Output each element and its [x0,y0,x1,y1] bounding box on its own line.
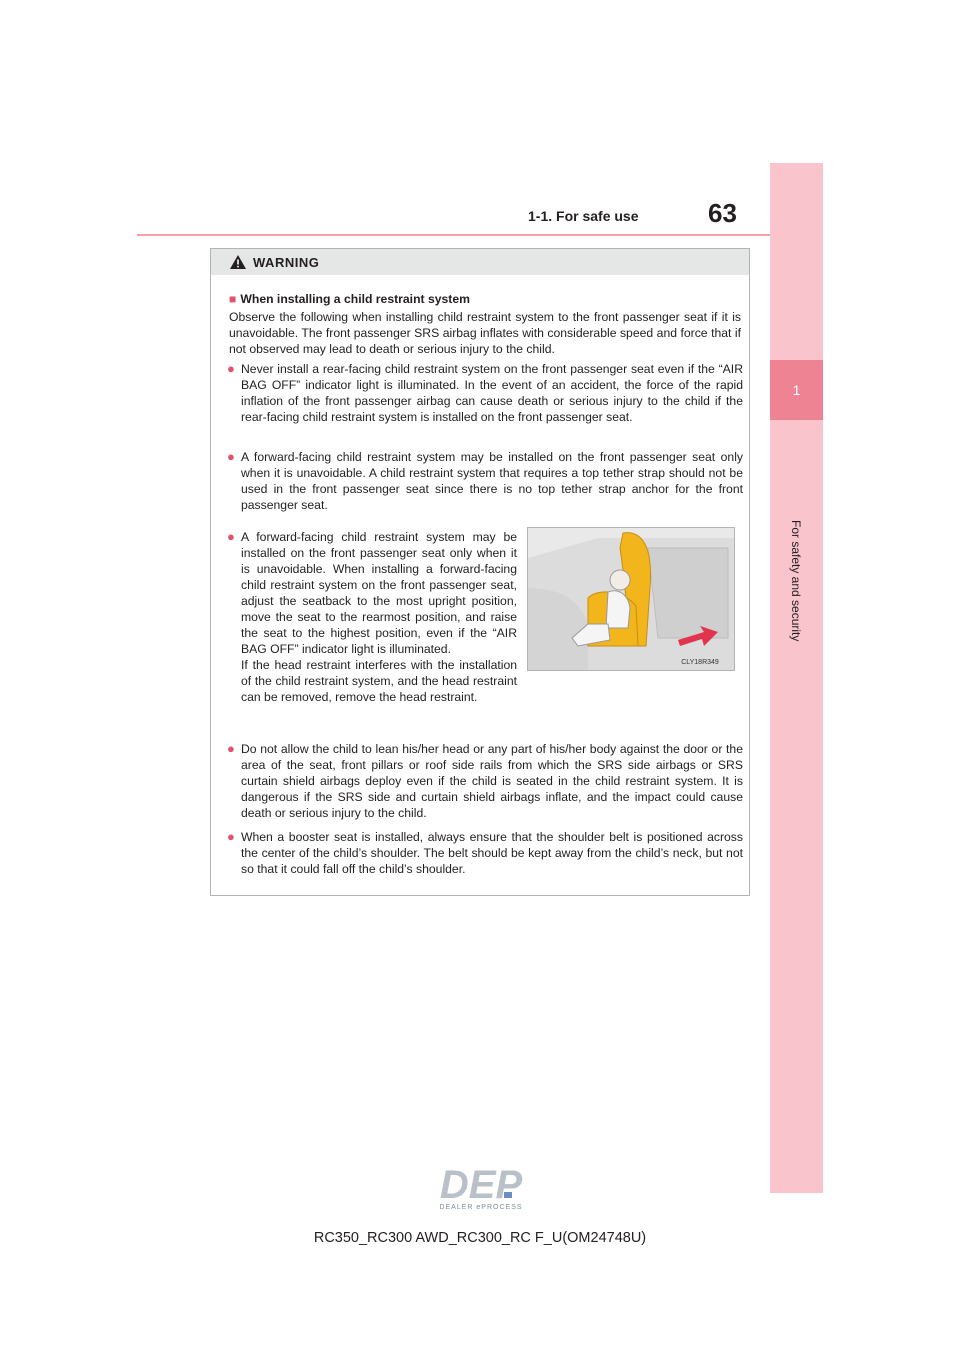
page-number: 63 [708,198,737,228]
bullet-dot-icon: ● [227,361,235,376]
list-item-text: A forward-facing child restraint system … [241,530,517,704]
list-item: ● Do not allow the child to lean his/her… [227,741,743,821]
bullet-dot-icon: ● [227,829,235,844]
list-item: ● When a booster seat is installed, alwa… [227,829,743,877]
footer-model: RC350_RC300 AWD_RC300_RC F_U(OM24748U) [313,1230,647,1246]
square-bullet-icon: ■ [229,292,237,306]
warning-intro: Observe the following when installing ch… [229,310,741,356]
logo-tagline: DEALER ePROCESS [439,1204,523,1211]
warning-title: WARNING [253,254,320,270]
warning-subheading-text: When installing a child restraint system [240,292,470,306]
list-item-text: When a booster seat is installed, always… [241,830,743,876]
list-item-text: Never install a rear-facing child restra… [241,362,743,424]
section-title: 1-1. For safe use [528,208,639,224]
list-item: ● A forward-facing child restraint syste… [227,529,517,705]
bullet-dot-icon: ● [227,449,235,464]
child-seat-illustration: CLY18R349 [527,527,735,671]
list-item: ● A forward-facing child restraint syste… [227,449,743,513]
logo-letters: DEP [440,1164,523,1204]
warning-triangle-icon [230,255,246,269]
warning-header: WARNING [211,249,749,275]
chapter-side-tab [770,163,823,1193]
bullet-dot-icon: ● [227,741,235,756]
warning-body: ■When installing a child restraint syste… [211,275,749,895]
chapter-number: 1 [770,360,823,420]
figure-code: CLY18R349 [681,659,719,666]
list-item-text: Do not allow the child to lean his/her h… [241,742,743,820]
chapter-title: For safety and security [789,520,803,642]
bullet-dot-icon: ● [227,529,235,544]
list-item: ● Never install a rear-facing child rest… [227,361,743,425]
header-divider [137,234,823,236]
child-seat-drawing: CLY18R349 [528,528,734,670]
dealer-eprocess-logo: DEP DEALER ePROCESS [416,1163,546,1214]
warning-box: WARNING ■When installing a child restrai… [210,248,750,896]
warning-subheading: ■When installing a child restraint syste… [229,291,470,307]
dep-logo-mark: DEP [440,1163,523,1207]
list-item-text: A forward-facing child restraint system … [241,450,743,512]
